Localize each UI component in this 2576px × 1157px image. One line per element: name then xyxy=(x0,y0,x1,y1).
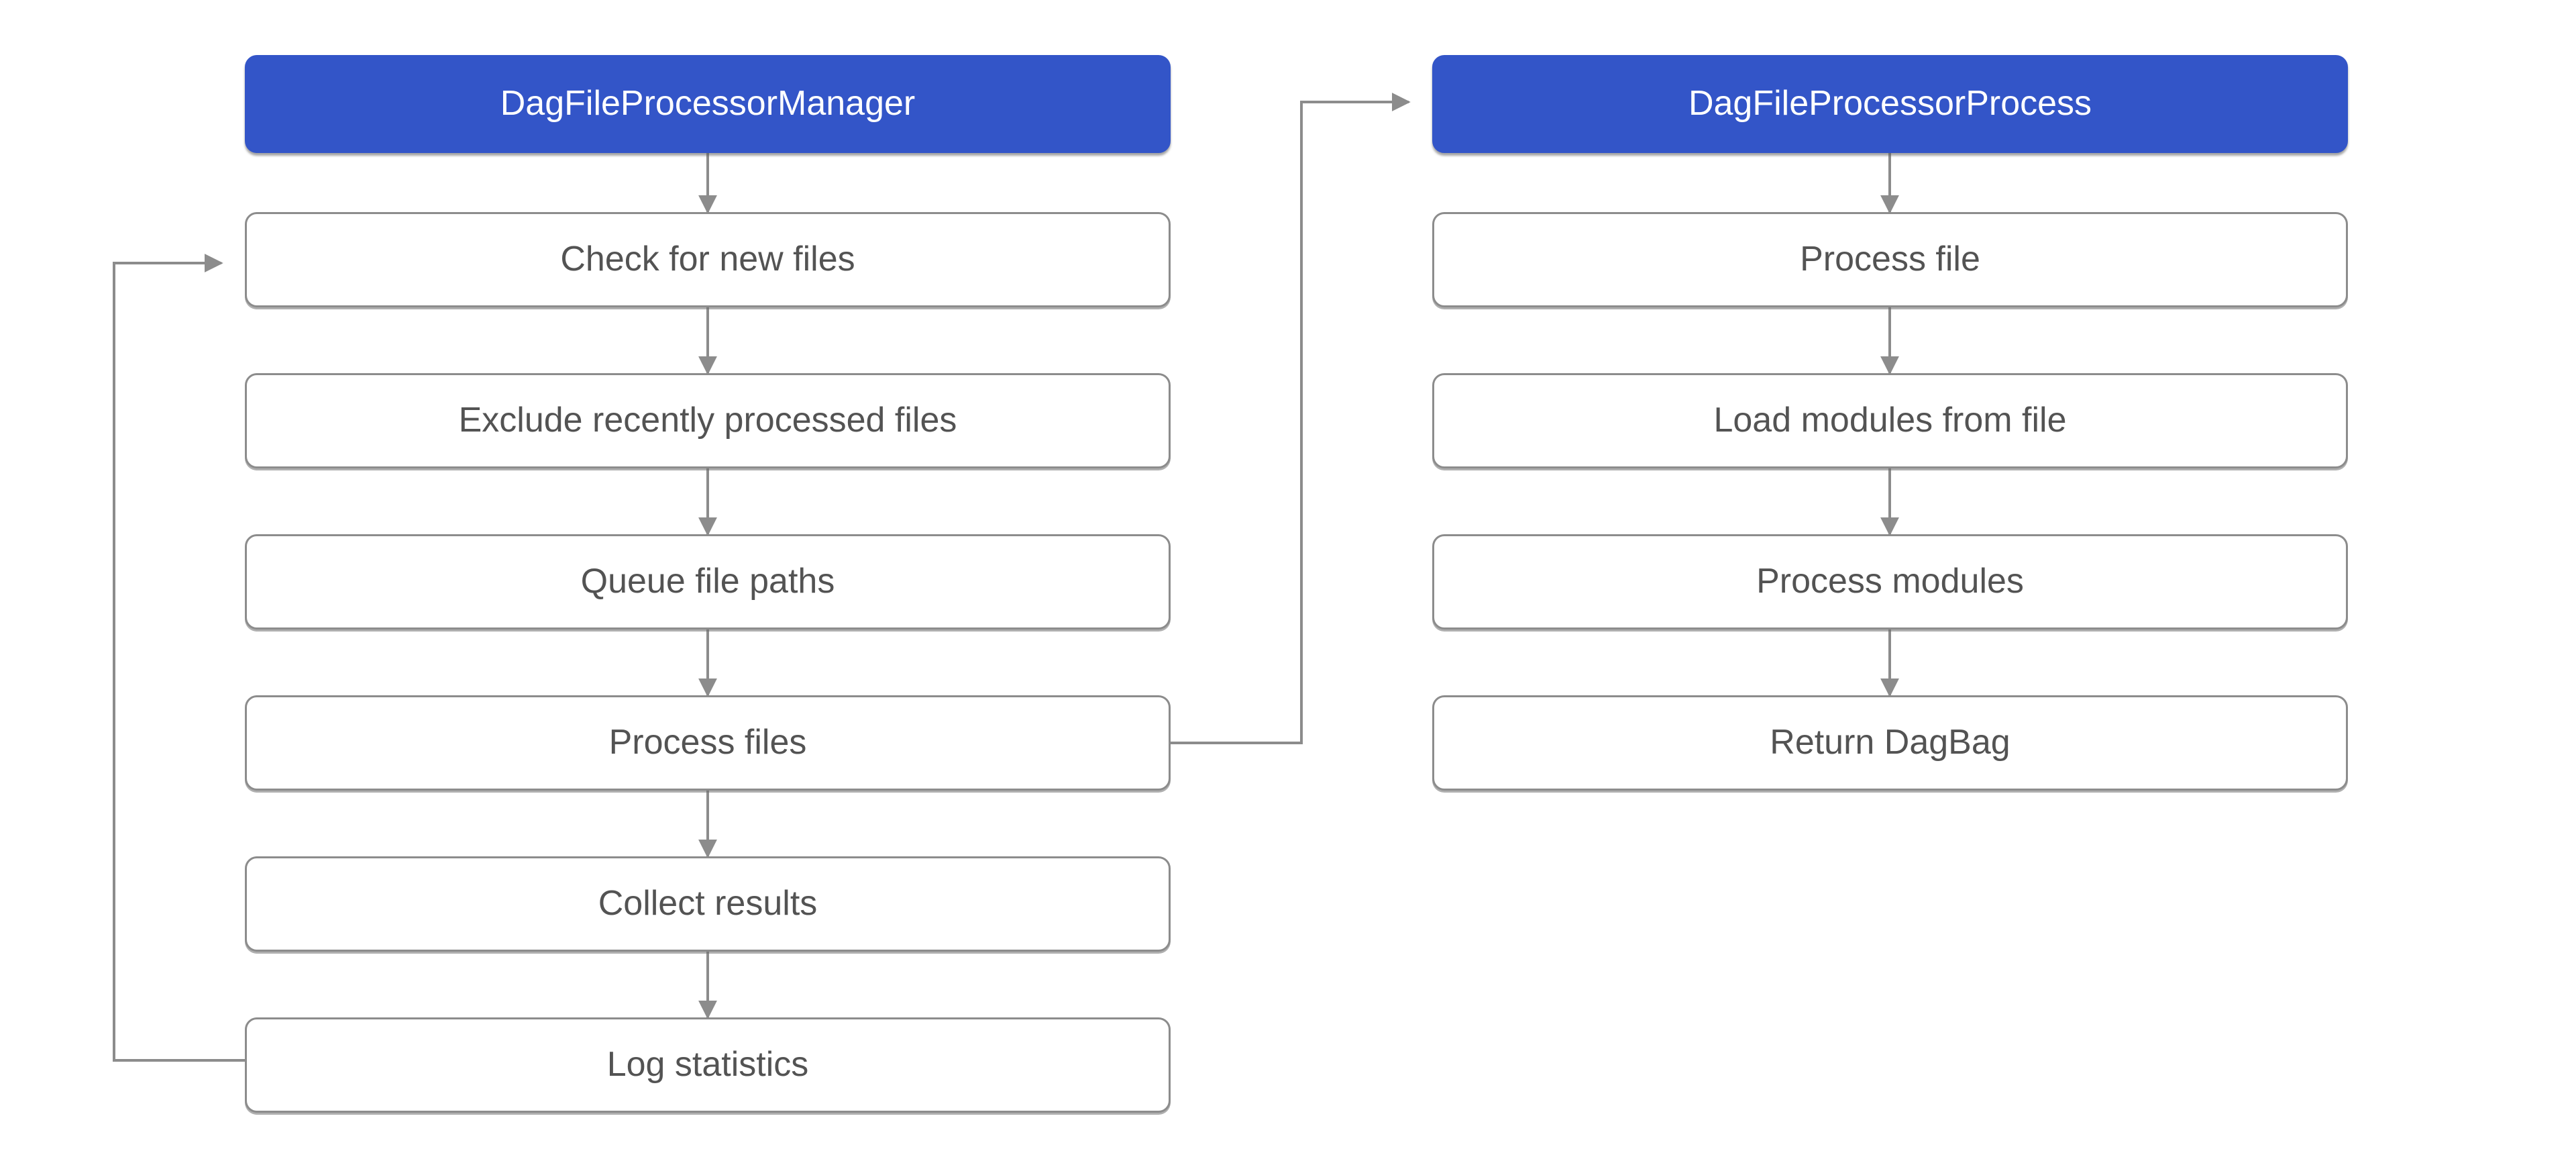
node-label: Process modules xyxy=(1756,562,2024,601)
node-label: DagFileProcessorManager xyxy=(500,84,916,123)
node-queue-file-paths[interactable]: Queue file paths xyxy=(245,534,1171,630)
node-process-modules[interactable]: Process modules xyxy=(1432,534,2348,630)
node-label: Process files xyxy=(608,723,807,762)
node-process-file[interactable]: Process file xyxy=(1432,212,2348,307)
node-label: Load modules from file xyxy=(1713,401,2067,440)
node-label: Return DagBag xyxy=(1770,723,2010,762)
node-label: DagFileProcessorProcess xyxy=(1688,84,2092,123)
node-collect-results[interactable]: Collect results xyxy=(245,856,1171,952)
node-exclude-recently-processed-files[interactable]: Exclude recently processed files xyxy=(245,373,1171,468)
node-log-statistics[interactable]: Log statistics xyxy=(245,1017,1171,1113)
node-process-files[interactable]: Process files xyxy=(245,695,1171,791)
node-label: Collect results xyxy=(598,884,818,923)
node-dagfileprocessorprocess[interactable]: DagFileProcessorProcess xyxy=(1432,55,2348,153)
edge-log-to-check-feedback xyxy=(113,254,245,1062)
node-check-for-new-files[interactable]: Check for new files xyxy=(245,212,1171,307)
node-label: Check for new files xyxy=(560,240,855,279)
node-label: Queue file paths xyxy=(580,562,835,601)
node-label: Log statistics xyxy=(606,1045,809,1085)
node-return-dagbag[interactable]: Return DagBag xyxy=(1432,695,2348,791)
node-load-modules-from-file[interactable]: Load modules from file xyxy=(1432,373,2348,468)
node-label: Process file xyxy=(1800,240,1980,279)
edge-processfiles-to-processorprocess xyxy=(1171,93,1411,744)
node-dagfileprocessormanager[interactable]: DagFileProcessorManager xyxy=(245,55,1171,153)
node-label: Exclude recently processed files xyxy=(458,401,957,440)
